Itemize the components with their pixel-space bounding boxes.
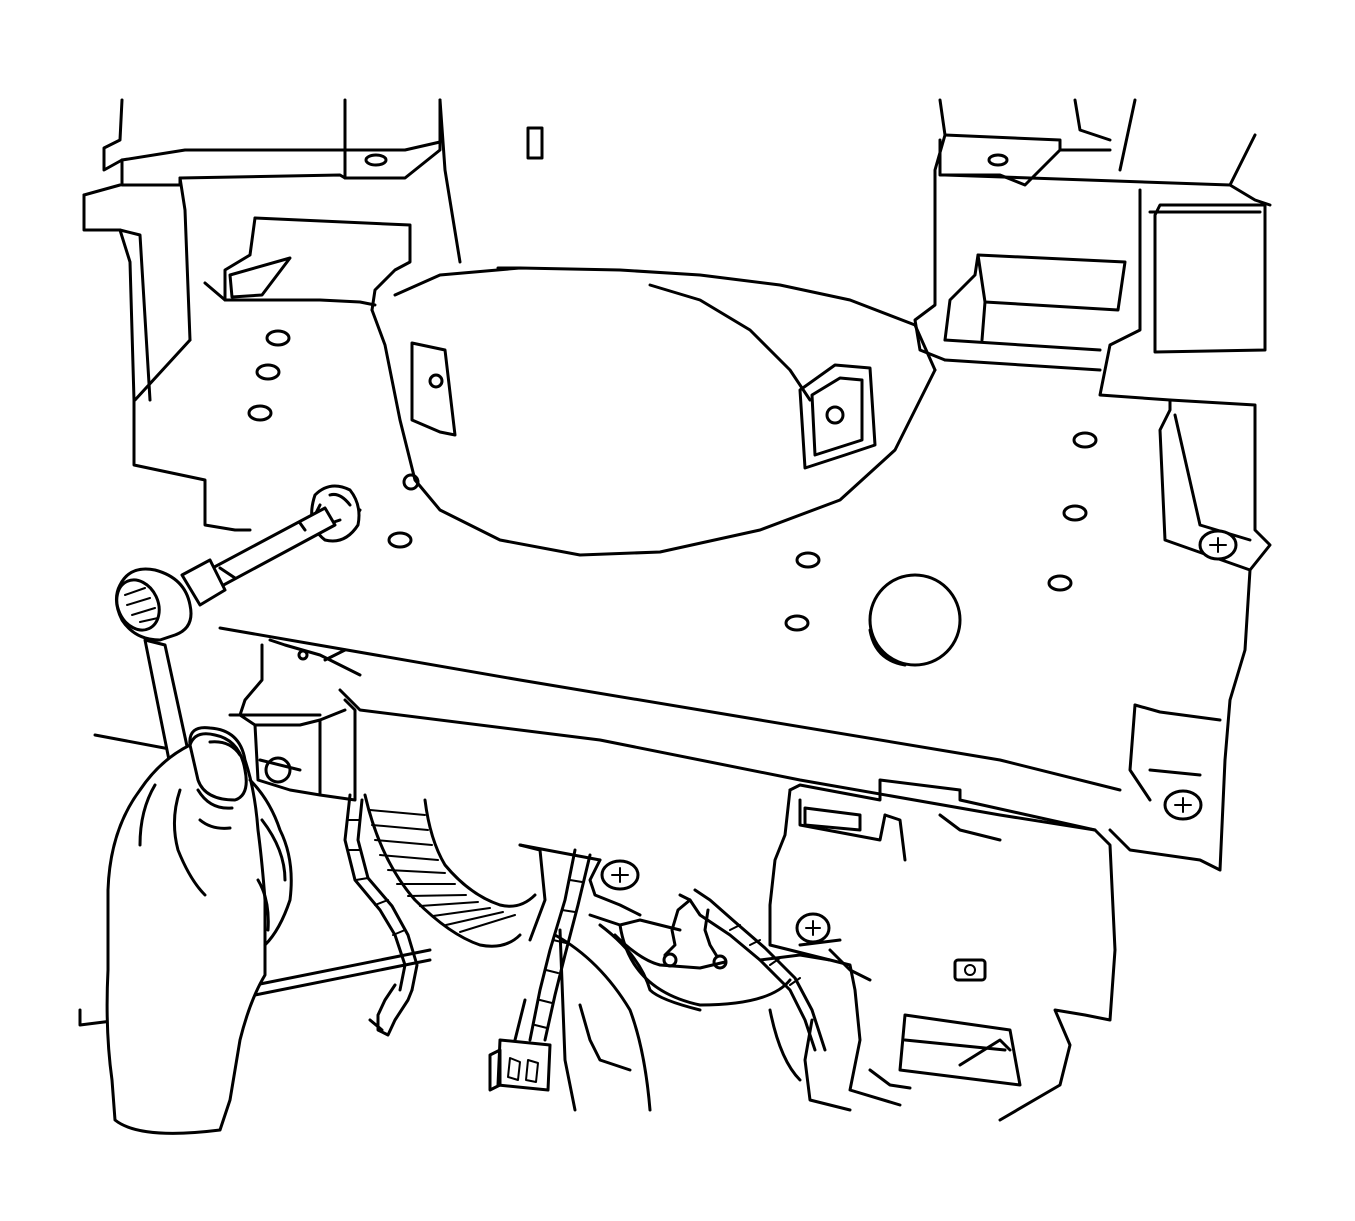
mounting-hole [402, 473, 420, 491]
corrugated-harness [363, 793, 642, 948]
screw-head [1198, 529, 1238, 561]
main-mounting-plate [218, 266, 1122, 832]
plug-hole [868, 573, 962, 667]
lower-round-housing [553, 913, 802, 1112]
mounting-hole [387, 531, 413, 549]
lower-housing [768, 778, 1117, 1122]
left-upper-bracket [82, 98, 544, 532]
left-connector-bracket [238, 643, 357, 802]
mounting-hole [795, 551, 821, 569]
screw-head [600, 859, 640, 891]
mounting-hole [784, 614, 810, 632]
screws [264, 529, 1238, 944]
mounting-hole [1072, 431, 1098, 449]
mounting-hole [255, 363, 281, 381]
mounting-hole [1062, 504, 1088, 522]
socket-wrench-tool [115, 484, 361, 767]
screw-head [795, 912, 831, 944]
screw-head [1163, 789, 1203, 821]
floor-lines [78, 733, 432, 1027]
mounting-hole [247, 404, 273, 422]
mounting-hole [265, 329, 291, 347]
hand [105, 726, 293, 1135]
mounting-hole [1047, 574, 1073, 592]
right-upper-bracket [913, 98, 1272, 872]
